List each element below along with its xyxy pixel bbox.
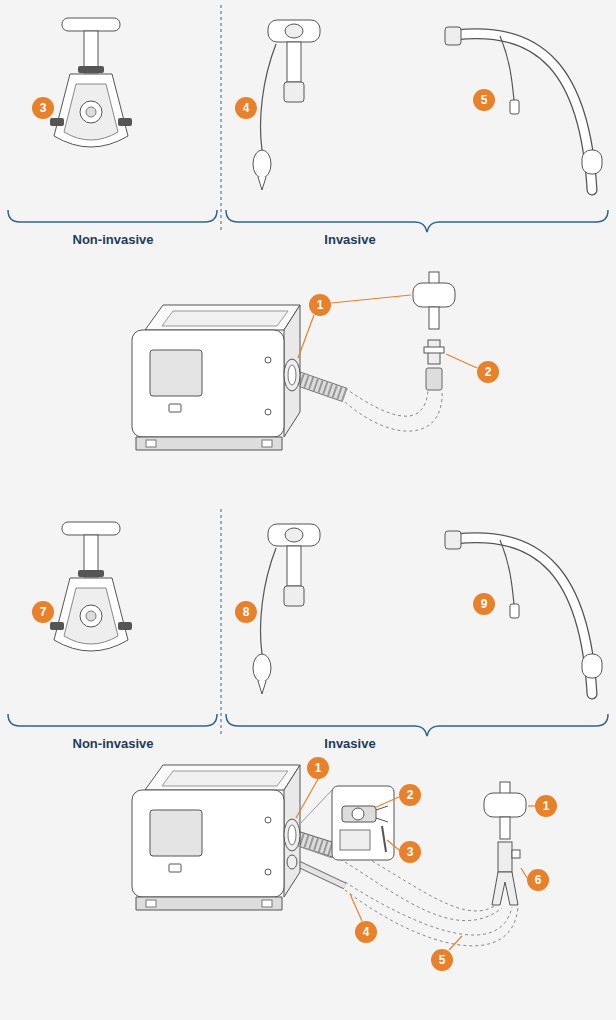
valve-inset <box>298 846 332 858</box>
group-label: Invasive <box>321 736 378 751</box>
dual-limb-tubing <box>294 838 518 946</box>
valve-inset <box>298 790 332 826</box>
leader-lines <box>446 354 477 368</box>
callout-number: 5 <box>473 89 495 111</box>
single-limb-tubing <box>296 378 345 395</box>
callout-number: 5 <box>431 949 453 971</box>
callout-number: 6 <box>527 869 549 891</box>
callout-number: 2 <box>477 361 499 383</box>
valve-inset <box>332 786 394 860</box>
valve-inset <box>342 806 376 822</box>
connector <box>424 347 444 353</box>
callout-number: 4 <box>235 97 257 119</box>
leader-lines <box>387 840 399 850</box>
leader-lines <box>521 868 527 878</box>
leader-lines <box>298 315 314 358</box>
interface-icons <box>8 509 608 736</box>
dual-limb-tubing <box>294 862 345 886</box>
valve-inset <box>382 826 386 852</box>
single-limb-tubing <box>296 378 345 395</box>
dual-limb-tubing <box>340 859 502 921</box>
leader-lines <box>331 295 411 303</box>
leader-lines <box>298 295 477 368</box>
leader-lines <box>374 797 399 808</box>
single-limb-tubing <box>296 368 442 431</box>
ventilator <box>132 765 300 910</box>
leader-lines <box>350 894 362 921</box>
callout-number: 8 <box>235 601 257 623</box>
callout-number: 4 <box>355 921 377 943</box>
callout-number: 1 <box>309 294 331 316</box>
single-limb-tubing <box>345 390 442 431</box>
expiratory-port <box>287 855 297 869</box>
callout-number: 7 <box>32 601 54 623</box>
valve-inset <box>376 806 388 822</box>
ventilator <box>132 305 300 450</box>
y-piece <box>492 872 518 905</box>
filter <box>484 782 526 839</box>
connector <box>424 340 444 364</box>
interface-icons <box>8 5 608 232</box>
leader-lines <box>296 779 318 818</box>
single-limb-tubing <box>296 378 345 395</box>
valve-inset <box>298 786 394 860</box>
filter <box>413 272 455 329</box>
y-piece <box>492 842 520 905</box>
callout-number: 1 <box>307 757 329 779</box>
dual-limb-tubing <box>345 890 518 946</box>
callout-number: 1 <box>535 795 557 817</box>
valve-inset <box>340 830 370 850</box>
callout-number: 9 <box>473 593 495 615</box>
callout-number: 3 <box>399 841 421 863</box>
group-label: Non-invasive <box>70 232 157 247</box>
dual-limb-tubing <box>294 862 345 886</box>
leader-lines <box>449 936 462 950</box>
y-piece <box>512 850 520 858</box>
callout-number: 3 <box>32 97 54 119</box>
group-label: Non-invasive <box>70 736 157 751</box>
single-limb-tubing <box>426 368 442 390</box>
leader-lines <box>296 779 535 950</box>
leader-lines <box>528 805 535 806</box>
group-label: Invasive <box>321 232 378 247</box>
single-limb-tubing <box>345 388 428 416</box>
valve-inset <box>352 808 364 820</box>
y-piece <box>498 842 512 872</box>
callout-number: 2 <box>399 784 421 806</box>
